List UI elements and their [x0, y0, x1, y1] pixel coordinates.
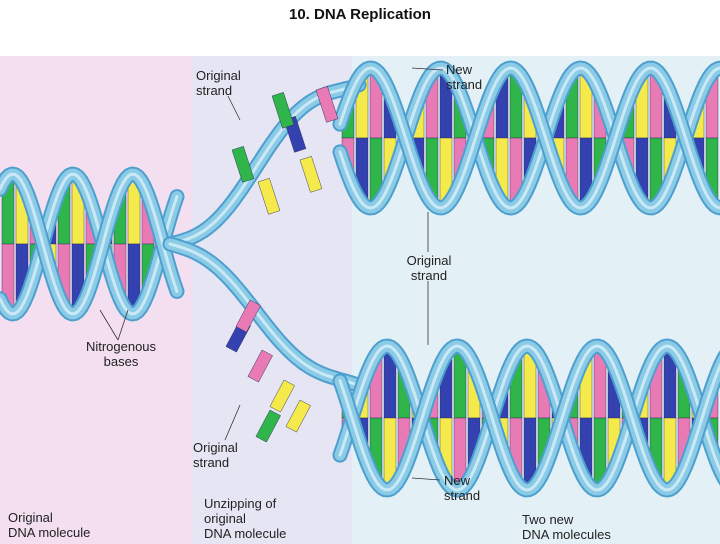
caption-unzipping: Unzipping of original DNA molecule [204, 496, 287, 541]
label-leader-lines [99, 67, 444, 481]
free-unpaired-bases [225, 86, 339, 443]
label-original-strand-top: Original strand [196, 68, 241, 98]
leader-original-strand-bottom [224, 404, 241, 441]
new-helix-top-strand-b-highlight [338, 66, 720, 210]
leader-new-strand-bottom [411, 477, 441, 481]
new-helix-bottom-strand-a-highlight [338, 344, 720, 492]
label-original-strand-bottom: Original strand [193, 440, 238, 470]
label-new-strand-top: New strand [446, 62, 483, 92]
leader-original-strand-top [227, 95, 241, 121]
unzipping-lower-strand-highlight [168, 242, 361, 387]
original-helix-strand-a-highlight [0, 172, 179, 316]
free-base-upper-4 [315, 86, 339, 123]
free-base-upper-3 [299, 156, 323, 193]
caption-original-molecule: Original DNA molecule [8, 510, 91, 540]
free-base-lower-1 [247, 349, 273, 383]
label-new-strand-bottom: New strand [444, 473, 481, 503]
label-nitrogenous-bases: Nitrogenous bases [85, 339, 157, 369]
caption-two-new-molecules: Two new DNA molecules [522, 512, 611, 542]
sugar-phosphate-backbones [0, 60, 720, 498]
free-base-lower-2 [269, 379, 295, 413]
free-base-upper-5 [271, 92, 295, 129]
label-original-strand-mid: Original strand [406, 253, 452, 283]
leader-bases-1 [117, 309, 129, 341]
original-helix-strand-b-highlight [0, 172, 179, 316]
free-base-lower-5 [235, 299, 261, 333]
free-base-upper-1 [257, 178, 281, 215]
leader-new-strand-top [411, 67, 444, 71]
leader-bases-2 [99, 309, 119, 341]
new-helix-bottom-strand-b-highlight [338, 344, 720, 492]
page-title: 10. DNA Replication [289, 6, 431, 23]
free-base-upper-0 [231, 146, 255, 183]
free-base-lower-3 [285, 399, 311, 433]
free-base-lower-4 [255, 409, 281, 443]
